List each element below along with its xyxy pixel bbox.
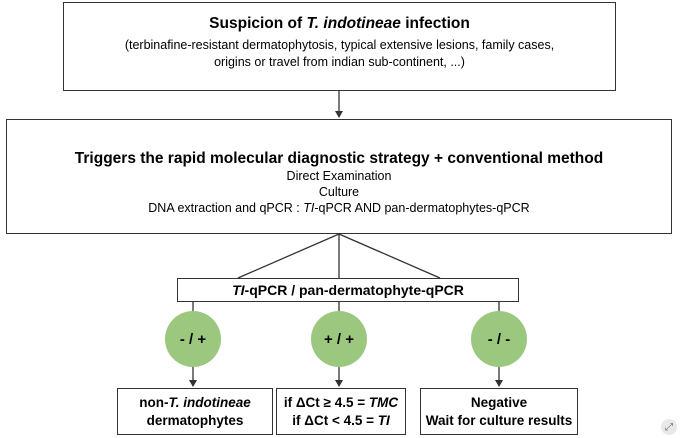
result-2-line-1: if ΔCt ≥ 4.5 = TMC bbox=[283, 394, 399, 410]
result-negative: Negative Wait for culture results bbox=[420, 388, 578, 435]
line-strategy-to-qpcr-left bbox=[237, 233, 340, 279]
expand-icon[interactable]: ⤢ bbox=[661, 419, 677, 435]
suspicion-title: Suspicion of T. indotineae infection bbox=[209, 15, 470, 32]
suspicion-line-1: (terbinafine-resistant dermatophytosis, … bbox=[124, 38, 555, 52]
result-1-line-1: non-T. indotineae bbox=[139, 394, 251, 410]
strategy-line-dna: DNA extraction and qPCR : TI-qPCR AND pa… bbox=[148, 201, 530, 215]
result-delta-ct: if ΔCt ≥ 4.5 = TMC if ΔCt < 4.5 = TI bbox=[276, 388, 406, 435]
result-3-line-1: Negative bbox=[470, 394, 528, 410]
strategy-box: Triggers the rapid molecular diagnostic … bbox=[6, 119, 672, 234]
result-2-line-2: if ΔCt < 4.5 = TI bbox=[292, 412, 390, 428]
result-3-line-2: Wait for culture results bbox=[425, 412, 573, 428]
branch-circle-pos-pos: + / + bbox=[311, 311, 367, 367]
suspicion-box: Suspicion of T. indotineae infection (te… bbox=[63, 2, 616, 91]
branch-circle-neg-neg: - / - bbox=[471, 311, 527, 367]
strategy-title: Triggers the rapid molecular diagnostic … bbox=[74, 150, 604, 167]
qpcr-box: TI-qPCR / pan-dermatophyte-qPCR bbox=[177, 278, 519, 302]
suspicion-line-2: origins or travel from indian sub-contin… bbox=[214, 55, 465, 69]
strategy-line-direct-exam: Direct Examination bbox=[286, 169, 392, 183]
strategy-line-culture: Culture bbox=[318, 185, 360, 199]
branch-circle-neg-pos: - / + bbox=[165, 311, 221, 367]
line-strategy-to-qpcr-right bbox=[338, 233, 441, 279]
result-1-line-2: dermatophytes bbox=[146, 412, 244, 428]
result-non-indotineae: non-T. indotineae dermatophytes bbox=[117, 388, 273, 435]
suspicion-details: (terbinafine-resistant dermatophytosis, … bbox=[64, 37, 615, 71]
